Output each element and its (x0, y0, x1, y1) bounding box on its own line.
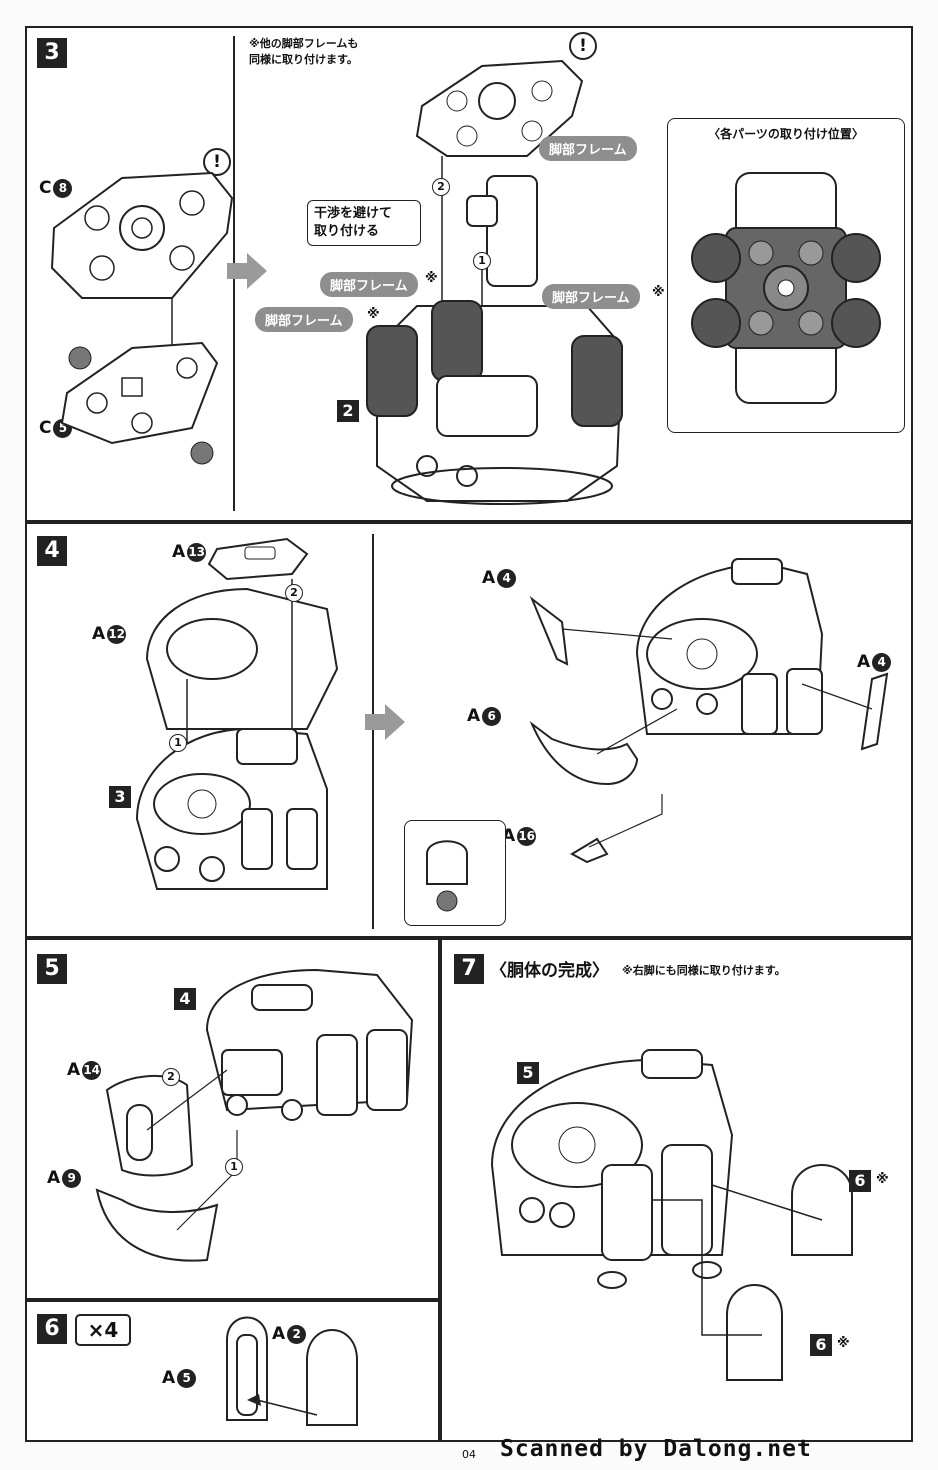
scan-credit: Scanned by Dalong.net (500, 1436, 812, 1462)
part-letter: A (857, 652, 871, 672)
order-marker: 1 (225, 1158, 243, 1176)
reference-mark: ※ (367, 307, 380, 322)
part-letter: A (162, 1368, 176, 1388)
step-note: ※右脚にも同様に取り付けます。 (622, 964, 786, 977)
leg-frame-label: 脚部フレーム (255, 307, 353, 332)
inset-diagram (691, 172, 881, 404)
sub-assembly-ref: 5 (517, 1062, 539, 1084)
part-tag-6: 6 (849, 1170, 871, 1192)
body-armor-assembly-illustration (529, 558, 889, 864)
detail-inset (404, 820, 506, 926)
order-marker: 2 (162, 1068, 180, 1086)
step-number: 5 (37, 954, 67, 984)
part-letter: A (172, 542, 186, 562)
side-armor-assembly-illustration (95, 968, 414, 1262)
part-number: 5 (177, 1368, 197, 1388)
step-number: 3 (37, 38, 67, 68)
order-marker: 1 (473, 252, 491, 270)
part-letter: A (67, 1060, 81, 1080)
step-number: 4 (37, 536, 67, 566)
leg-frame-label: 脚部フレーム (539, 136, 637, 161)
direction-arrow-icon (227, 253, 267, 289)
step-7-panel: 7 〈胴体の完成〉 ※右脚にも同様に取り付けます。 5 6 ※ 6 ※ (440, 938, 913, 1442)
body-top-assembly-illustration (135, 537, 339, 890)
completed-torso-illustration (490, 1049, 853, 1381)
part-tag-6: 6 (810, 1334, 832, 1356)
step-number: 6 (37, 1314, 67, 1344)
page-number: 04 (462, 1448, 476, 1461)
part-number: 12 (107, 624, 127, 644)
frame-plate-illustration (50, 171, 234, 465)
order-marker: 2 (432, 178, 450, 196)
part-letter: C (39, 418, 52, 438)
part-number: 9 (62, 1168, 82, 1188)
step-divider (372, 534, 374, 929)
reference-mark: ※ (652, 285, 665, 300)
sub-assembly-ref: 3 (109, 786, 131, 808)
leg-frame-label: 脚部フレーム (320, 272, 418, 297)
reference-mark: ※ (837, 1336, 850, 1351)
leg-frame-label: 脚部フレーム (542, 284, 640, 309)
part-number: 13 (187, 542, 207, 562)
sub-assembly-ref: 2 (337, 400, 359, 422)
part-letter: A (92, 624, 106, 644)
part-letter: A (482, 568, 496, 588)
step-number: 7 (454, 954, 484, 984)
part-number: 2 (287, 1324, 307, 1344)
step-title: 〈胴体の完成〉 (490, 961, 609, 981)
reference-mark: ※ (425, 271, 438, 286)
part-letter: A (467, 706, 481, 726)
part-letter: A (272, 1324, 286, 1344)
part-detail-illustration (426, 840, 468, 912)
part-number: 6 (482, 706, 502, 726)
part-number: 8 (53, 178, 73, 198)
leg-cover-illustration (226, 1316, 358, 1426)
step-note: ※他の脚部フレームも 同様に取り付けます。 (249, 37, 359, 66)
part-number: 4 (497, 568, 517, 588)
order-marker: 1 (169, 734, 187, 752)
position-inset: 〈各パーツの取り付け位置〉 (667, 118, 905, 433)
quantity-multiplier: ×4 (75, 1314, 131, 1346)
part-letter: A (47, 1168, 61, 1188)
part-number: 4 (872, 652, 892, 672)
part-letter: C (39, 178, 52, 198)
caution-icon: ! (569, 32, 597, 60)
reference-mark: ※ (876, 1172, 889, 1187)
caution-icon: ! (203, 148, 231, 176)
leg-frame-assembly-illustration (366, 59, 624, 505)
part-number: 16 (517, 826, 537, 846)
order-marker: 2 (285, 584, 303, 602)
direction-arrow-icon (365, 704, 405, 740)
inset-title: 〈各パーツの取り付け位置〉 (708, 127, 864, 141)
part-number: 14 (82, 1060, 102, 1080)
sub-assembly-ref: 4 (174, 988, 196, 1010)
interference-callout: 干渉を避けて 取り付ける (307, 200, 421, 246)
